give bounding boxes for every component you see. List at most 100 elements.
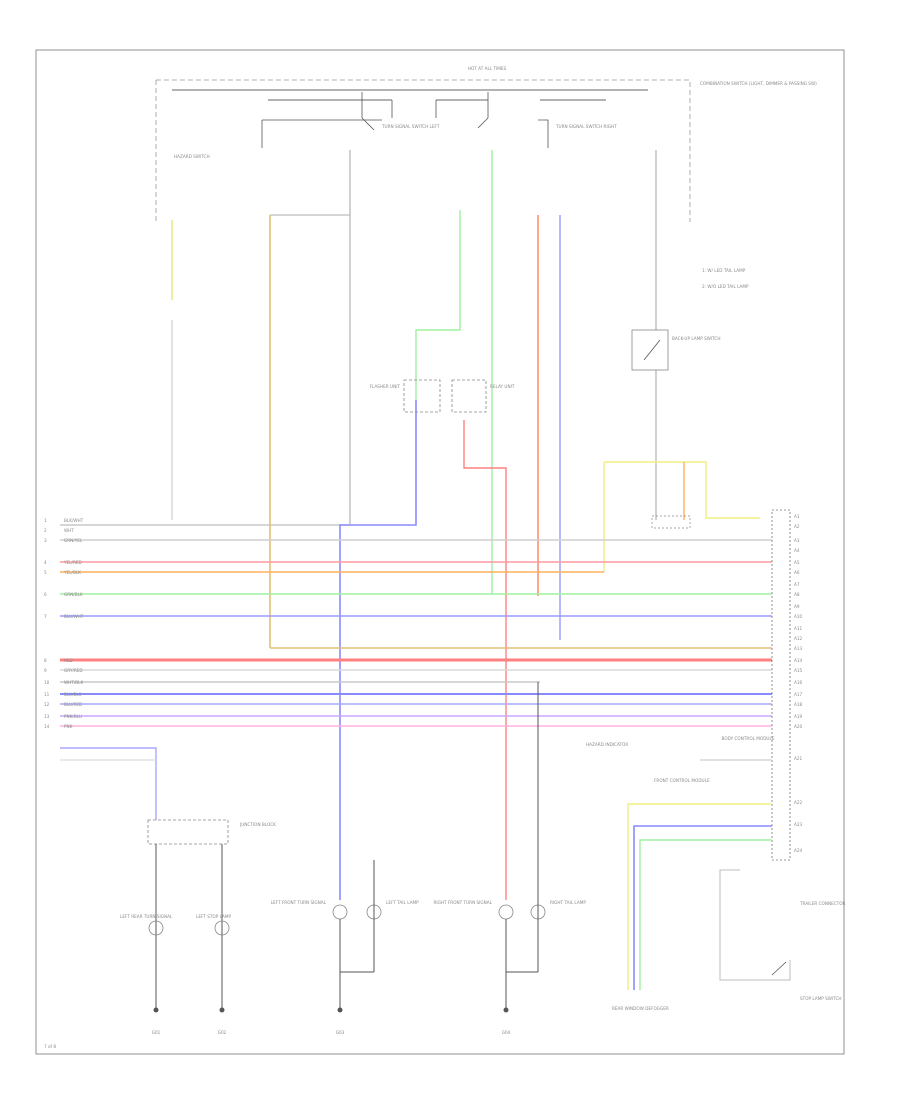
left-front-turn-label: LEFT FRONT TURN SIGNAL — [271, 900, 327, 905]
bcm-pin: A5 — [794, 560, 800, 565]
wire-label: RED — [64, 658, 73, 663]
turn-right-switch-label: TURN SIGNAL SWITCH RIGHT — [555, 124, 617, 129]
bcm-pin: A8 — [794, 592, 800, 597]
wire-label: YEL/RED — [63, 560, 82, 565]
wire-label: PNK — [64, 724, 73, 729]
wire-label: WHT/BLK — [64, 680, 83, 685]
wire-label: BLU/BLK — [64, 692, 82, 697]
green-flasher-wire — [415, 210, 461, 400]
pin-number: 11 — [44, 692, 50, 697]
ground-icon — [153, 1007, 159, 1013]
pin-number: 4 — [44, 560, 47, 565]
bcm-pin: A23 — [794, 822, 803, 827]
wire-label: PNK/BLU — [64, 714, 82, 719]
bcm-pin: A3 — [794, 538, 800, 543]
bcm-pin: A10 — [794, 614, 803, 619]
combination-switch-label: COMBINATION SWITCH (LIGHT, DIMMER & PASS… — [700, 81, 817, 86]
bcm-pin: A24 — [794, 848, 803, 853]
wire-label: BLU/RED — [64, 702, 82, 707]
left-stop-label: LEFT STOP LAMP — [196, 914, 231, 919]
bcm-pin: A22 — [794, 800, 803, 805]
lamp-group-center-right: RIGHT FRONT TURN SIGNAL RIGHT TAIL LAMP … — [433, 682, 586, 1035]
pin-number: 9 — [44, 668, 47, 673]
pin-number: 6 — [44, 592, 47, 597]
relay-unit-label: RELAY UNIT — [490, 384, 515, 389]
bcm-connector — [771, 509, 791, 861]
top-bus-label: HOT AT ALL TIMES — [468, 66, 507, 71]
blue-flasher-wire — [339, 400, 417, 900]
wire-label: GRN/YEL — [64, 538, 83, 543]
lamp-group-left: LEFT REAR TURN SIGNAL LEFT STOP LAMP G01… — [120, 914, 231, 1035]
red-flasher-wire — [463, 420, 507, 900]
flasher-unit — [403, 379, 441, 413]
stop-lamp-switch-blade — [771, 961, 787, 976]
hazard-switch-label: HAZARD SWITCH — [174, 154, 210, 159]
flasher-unit-label: FLASHER UNIT — [370, 384, 401, 389]
stop-lamp-switch-wire — [719, 869, 791, 981]
right-front-turn-lamp-icon — [498, 904, 514, 920]
lamp-group-center-left: LEFT FRONT TURN SIGNAL LEFT TAIL LAMP G0… — [271, 860, 419, 1035]
pin-number: 8 — [44, 658, 47, 663]
bcm-pin: A2 — [794, 524, 800, 529]
bcm-pin: A9 — [794, 604, 800, 609]
bcm-pin: A7 — [794, 582, 800, 587]
relay-unit — [451, 379, 487, 413]
wire-label: YEL/BLK — [63, 570, 81, 575]
backup-connector — [651, 515, 691, 529]
backup-lamp-switch — [631, 329, 669, 371]
horizontal-wire-bus — [60, 539, 772, 820]
left-tail-label: LEFT TAIL LAMP — [386, 900, 419, 905]
bcm-label: BODY CONTROL MODULE — [722, 736, 775, 741]
legend-item-1: 1: W/ LED TAIL LAMP — [702, 268, 746, 273]
bcm-pin: A12 — [794, 636, 803, 641]
right-tail-label: RIGHT TAIL LAMP — [550, 900, 586, 905]
bcm-pin: A1 — [794, 514, 800, 519]
pin-number: 3 — [44, 538, 47, 543]
ground-icon — [503, 1007, 509, 1013]
stop-lamp-switch-label: STOP LAMP SWITCH — [800, 996, 842, 1001]
ground-icon — [337, 1007, 343, 1013]
pin-number: 14 — [44, 724, 50, 729]
pin-number: 5 — [44, 570, 47, 575]
bcm-pin: A6 — [794, 570, 800, 575]
bcm-pin: A17 — [794, 692, 803, 697]
left-front-turn-lamp-icon — [332, 904, 348, 920]
wire-label: WHT — [64, 528, 74, 533]
bcm-pin: A13 — [794, 646, 803, 651]
pin-number: 2 — [44, 528, 47, 533]
wire-label: BLU/WHT — [64, 614, 84, 619]
front-control-label: FRONT CONTROL MODULE — [654, 778, 710, 783]
page-code: 7 of 8 — [44, 1044, 56, 1049]
center-ground-label: G03 — [336, 1030, 345, 1035]
switch-dashed-top — [156, 79, 691, 222]
junction-label: JUNCTION BLOCK — [239, 822, 276, 827]
wire-label: GRY/RED — [64, 668, 83, 673]
left-pin-labels: 1 BLK/WHT 2 WHT 3 GRN/YEL 4 YEL/RED 5 YE… — [44, 518, 84, 729]
legend-item-2: 2: W/O LED TAIL LAMP — [702, 284, 749, 289]
right-ground-label: G02 — [218, 1030, 227, 1035]
rear-junction-box — [147, 819, 229, 845]
pin-number: 13 — [44, 714, 50, 719]
pin-number: 10 — [44, 680, 50, 685]
bcm-pin-labels: A1 A2 A3 A4 A5 A6 A7 A8 A9 A10 A11 A12 A… — [794, 514, 803, 853]
bcm-pin: A15 — [794, 668, 803, 673]
bcm-pin: A19 — [794, 714, 803, 719]
left-rear-turn-lamp-icon — [148, 920, 164, 936]
bcm-pin: A4 — [794, 548, 800, 553]
right-front-turn-label: RIGHT FRONT TURN SIGNAL — [433, 900, 492, 905]
trailer-label: TRAILER CONNECTOR — [799, 901, 846, 906]
bcm-pin: A18 — [794, 702, 803, 707]
left-rear-turn-label: LEFT REAR TURN SIGNAL — [120, 914, 173, 919]
bcm-pin: A16 — [794, 680, 803, 685]
left-ground-label: G01 — [152, 1030, 161, 1035]
bcm-pin: A11 — [794, 626, 803, 631]
ground-icon — [219, 1007, 225, 1013]
hazard-indicator-label: HAZARD INDICATOR — [586, 742, 628, 747]
bcm-pin: A20 — [794, 724, 803, 729]
ground-right-label: G04 — [502, 1030, 511, 1035]
wire-label: GRN/BLK — [64, 592, 83, 597]
bcm-pin: A21 — [794, 756, 803, 761]
bcm-pin: A14 — [794, 658, 803, 663]
left-stop-lamp-icon — [214, 920, 230, 936]
